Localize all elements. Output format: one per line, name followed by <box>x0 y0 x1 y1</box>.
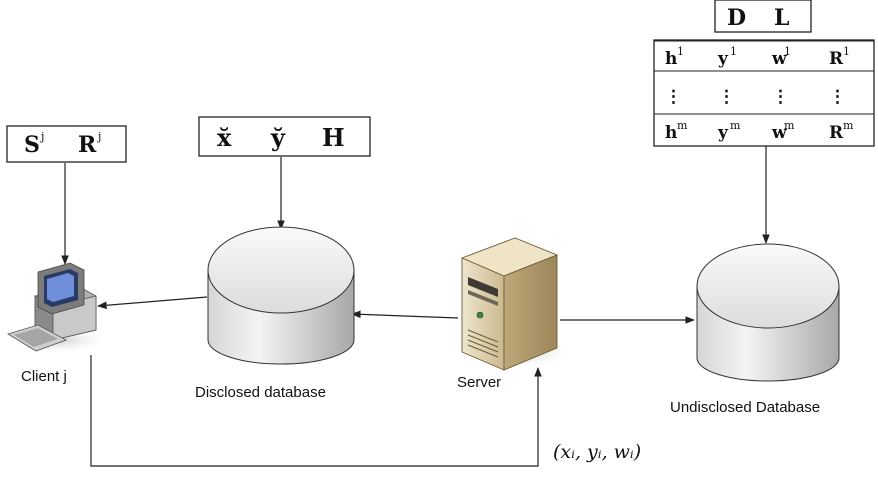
disclosed-attr-y: y̆ <box>270 123 286 152</box>
server-icon[interactable] <box>460 237 578 371</box>
table-cell-sup-r2-c2: m <box>784 119 795 132</box>
header-attr-l: L <box>774 5 789 31</box>
client-attr-r-sup: j <box>96 130 101 143</box>
feedback-tuple-label: (xᵢ, yᵢ, wᵢ) <box>553 441 641 463</box>
table-cell-sup-r0-c2: 1 <box>784 45 791 58</box>
table-cell-r1-c1: ⋮ <box>718 87 735 107</box>
undisclosed-db-label: Undisclosed Database <box>670 399 820 416</box>
disclosed-attr-h: H <box>322 123 345 152</box>
server-label: Server <box>457 374 501 391</box>
table-cell-r1-c0: ⋮ <box>665 87 682 107</box>
table-cell-sup-r0-c3: 1 <box>843 45 850 58</box>
table-cell-sup-r0-c1: 1 <box>730 45 737 58</box>
arrow-server-to-disclosed-db <box>351 310 459 319</box>
table-cell-sup-r2-c3: m <box>843 119 854 132</box>
disclosed-db-label: Disclosed database <box>195 384 326 401</box>
undisclosed-header-box: D L <box>714 0 812 33</box>
table-cell-r0-c0: h <box>665 49 677 69</box>
table-cell-r1-c3: ⋮ <box>829 87 846 107</box>
table-cell-r0-c3: R <box>829 49 844 69</box>
disclosed-database-cylinder[interactable] <box>207 226 355 365</box>
table-cell-r2-c3: R <box>829 123 844 143</box>
arrow-disclosed-db-to-client <box>97 296 208 310</box>
table-cell-r0-c2: w <box>771 49 787 69</box>
client-computer-icon[interactable] <box>6 262 110 354</box>
table-cell-r2-c2: w <box>771 123 787 143</box>
table-cell-r0-c1: y <box>717 49 729 69</box>
connections <box>61 146 770 467</box>
arrow-client-to-server-feedback <box>90 355 542 467</box>
undisclosed-database-cylinder[interactable] <box>696 243 840 382</box>
table-cell-sup-r2-c1: m <box>730 119 741 132</box>
table-cell-r2-c0: h <box>665 123 677 143</box>
header-attr-d: D <box>727 5 746 31</box>
client-attr-s-sup: j <box>39 130 44 143</box>
client-attr-r: R <box>78 132 97 158</box>
disclosed-attr-x: x̆ <box>217 123 232 152</box>
disclosed-attributes-box: x̆ y̆ H <box>198 116 371 157</box>
table-cell-r2-c1: y <box>717 123 729 143</box>
table-cell-sup-r2-c0: m <box>677 119 688 132</box>
client-attributes-box: S j R j <box>6 125 127 163</box>
table-cell-sup-r0-c0: 1 <box>677 45 684 58</box>
table-cell-r1-c2: ⋮ <box>772 87 789 107</box>
client-attr-s: S <box>24 132 40 158</box>
client-label: Client j <box>21 368 67 385</box>
